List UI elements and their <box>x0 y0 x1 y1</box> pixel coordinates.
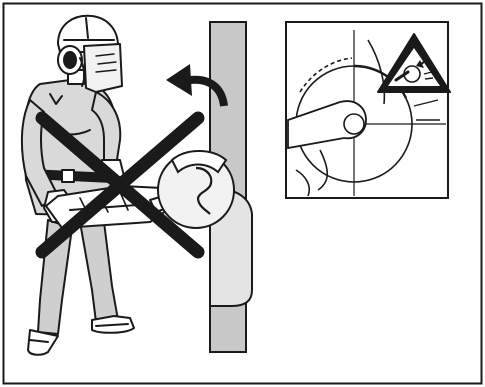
face-shield <box>84 44 122 92</box>
cut-off-saw-blade <box>158 151 234 228</box>
kickback-zone-detail-icon <box>286 22 450 198</box>
